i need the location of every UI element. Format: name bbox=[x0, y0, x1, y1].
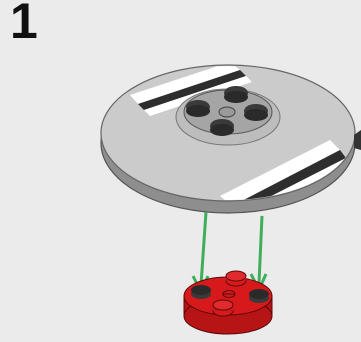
step-number: 1 bbox=[10, 0, 38, 49]
radar-dish-icon bbox=[100, 64, 361, 214]
hub-studs bbox=[186, 86, 268, 136]
round-plate-icon bbox=[183, 270, 273, 335]
